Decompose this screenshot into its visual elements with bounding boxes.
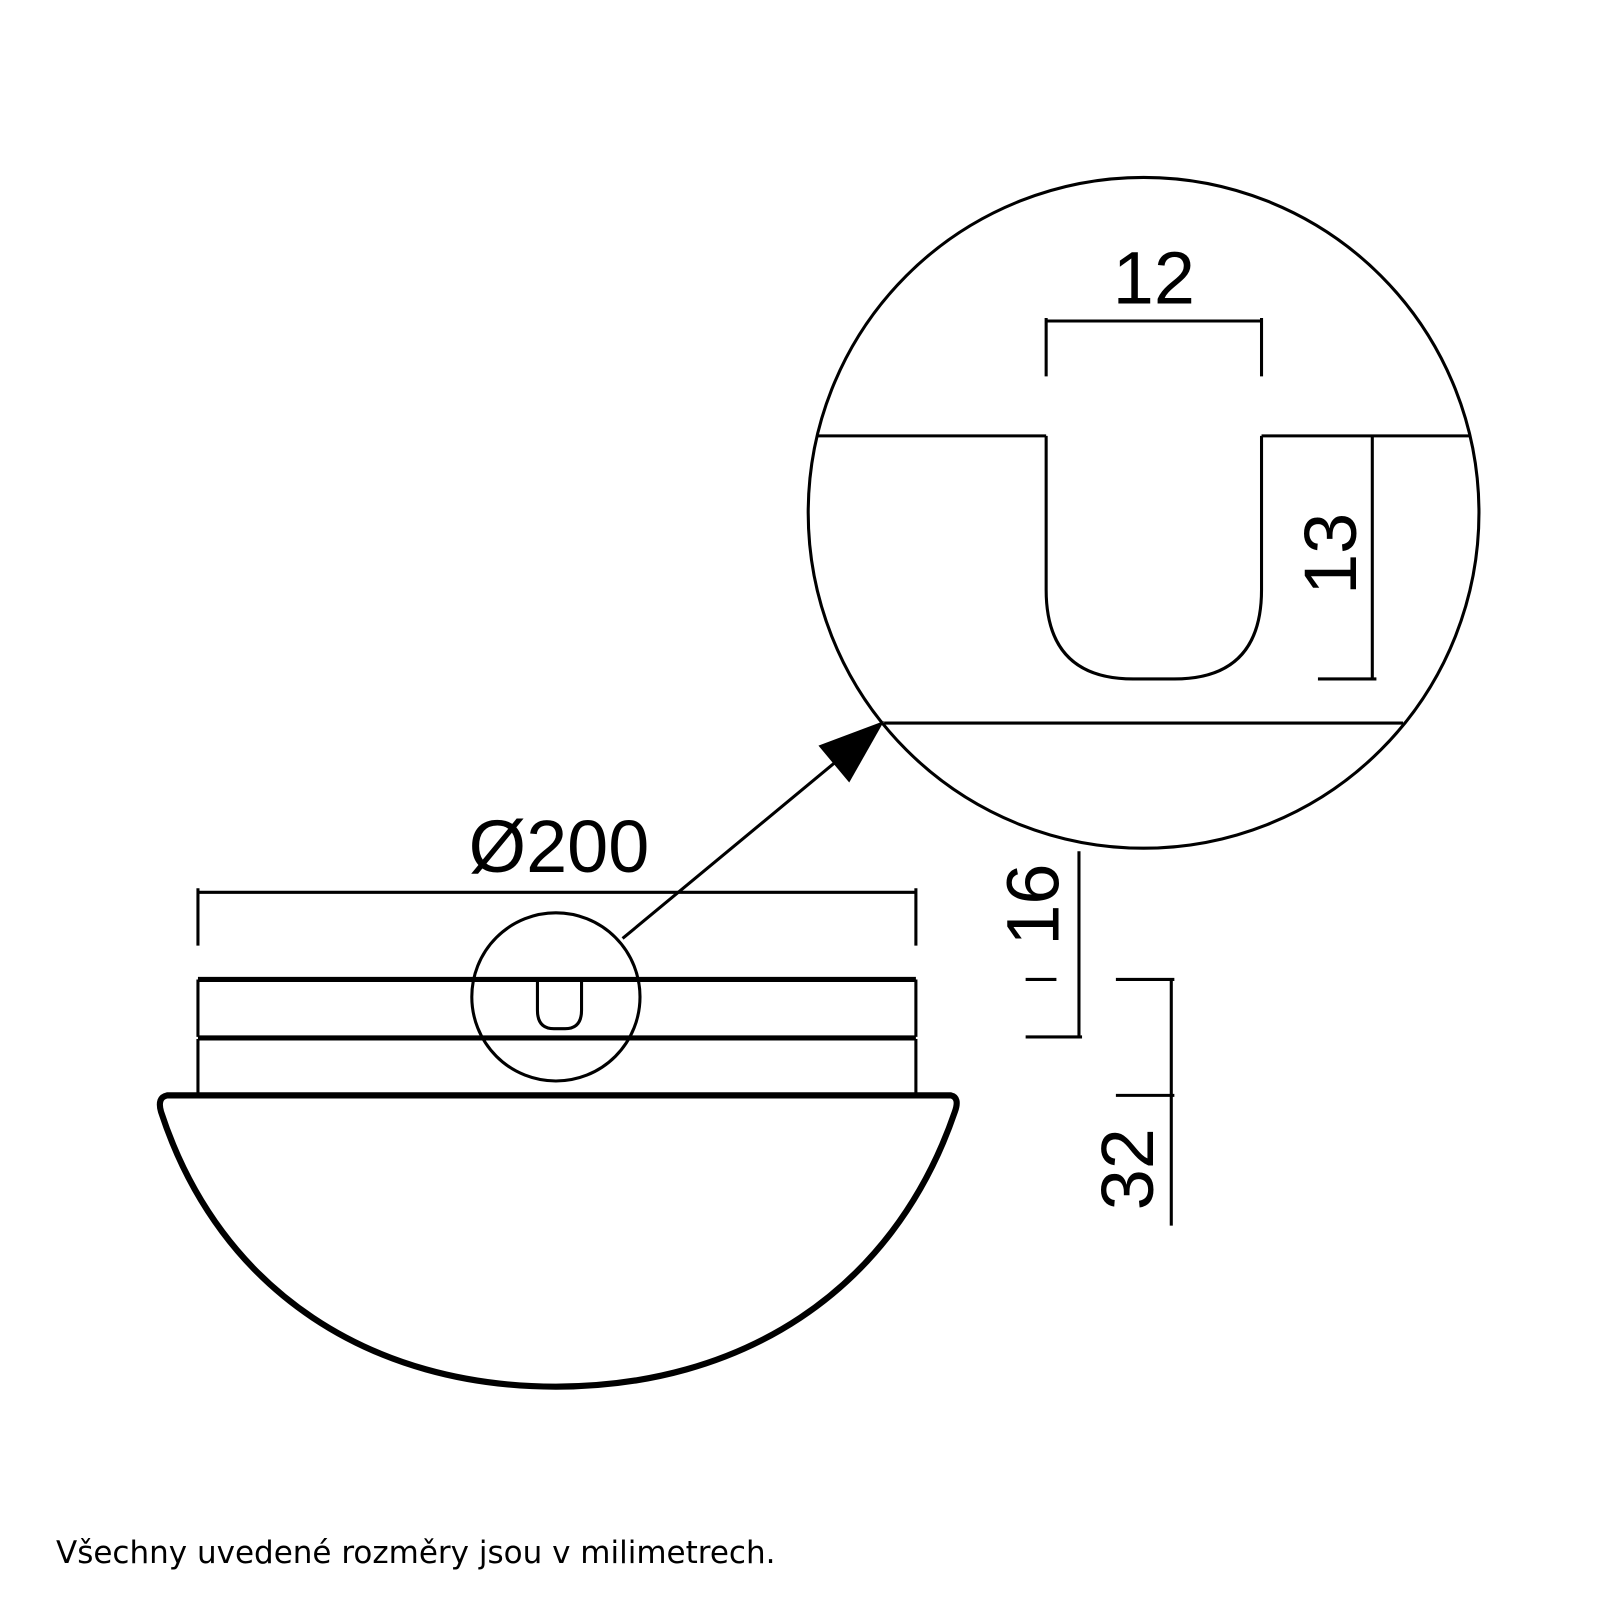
small-u-slot — [535, 979, 584, 1031]
main-view: Ø200 16 32 — [156, 805, 1175, 1390]
dimension-line-32 — [1115, 977, 1175, 1226]
upper-band — [196, 979, 918, 1037]
dimension-label-13: 13 — [1289, 513, 1372, 595]
detail-circle — [806, 175, 1481, 850]
dimension-label-16: 16 — [991, 864, 1074, 946]
dimension-label-12: 12 — [1113, 237, 1195, 320]
bowl-shade — [156, 1092, 960, 1390]
dimension-line-13 — [1317, 435, 1377, 681]
lower-band — [196, 1038, 918, 1094]
detail-view: 12 13 — [806, 175, 1481, 850]
detail-u-slot — [1044, 435, 1264, 681]
band-edges — [197, 976, 916, 1041]
units-note: Všechny uvedené rozměry jsou v milimetre… — [56, 1535, 776, 1571]
dimension-label-32: 32 — [1086, 1128, 1169, 1210]
dimension-label-diameter: Ø200 — [469, 805, 650, 888]
leader-arrow — [621, 721, 885, 940]
dimension-line-diameter — [196, 888, 918, 946]
dimension-line-12 — [1044, 317, 1264, 377]
arrowhead-icon — [818, 721, 885, 783]
detail-marker-circle — [470, 911, 642, 1083]
dimension-line-16 — [1025, 851, 1083, 1039]
